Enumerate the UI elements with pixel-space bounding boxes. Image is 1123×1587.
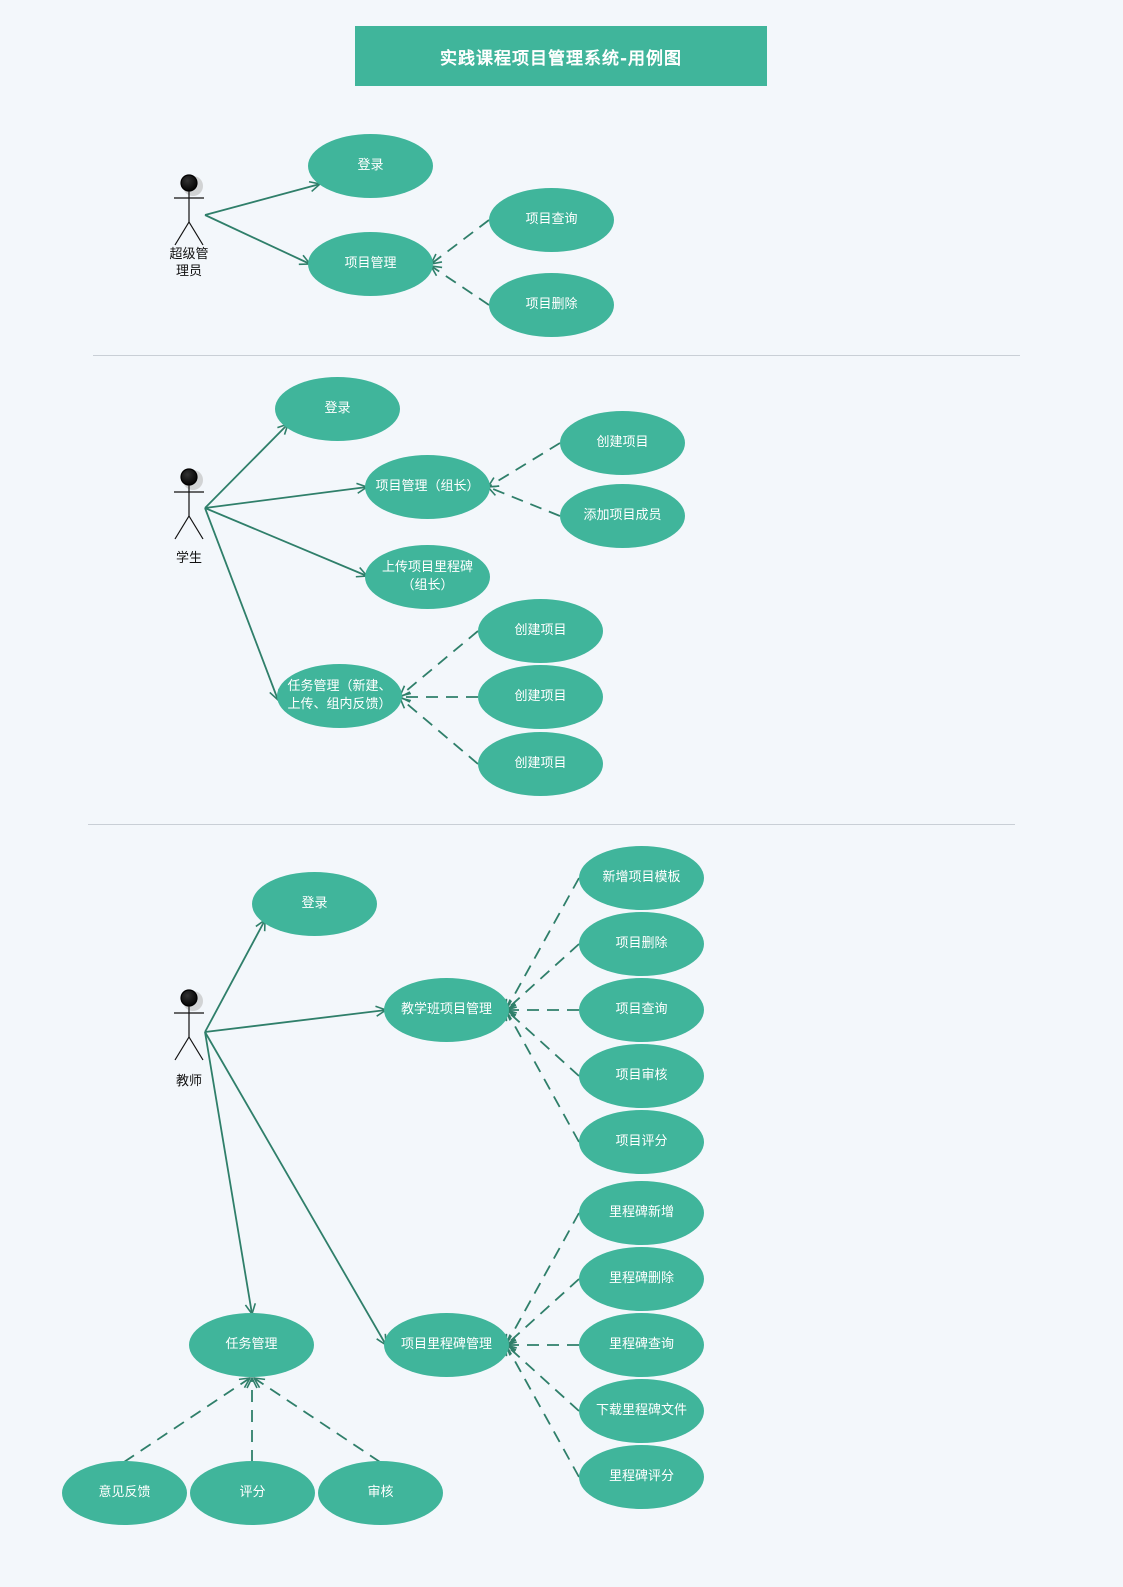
include-edge xyxy=(506,1345,580,1478)
use-case-teacher-login: 登录 xyxy=(252,872,377,936)
association-edge xyxy=(204,214,310,264)
use-case-student-create-project: 创建项目 xyxy=(478,599,603,663)
association-edge xyxy=(204,184,320,216)
include-edge xyxy=(488,442,561,487)
use-case-teacher-task-management: 任务管理 xyxy=(189,1313,314,1377)
use-case-teacher-review: 审核 xyxy=(318,1461,443,1525)
association-edge xyxy=(204,424,288,509)
include-edge xyxy=(506,1345,580,1412)
use-case-student-login: 登录 xyxy=(275,377,400,441)
use-case-teacher-milestone-delete: 里程碑删除 xyxy=(579,1247,704,1311)
use-case-teacher-project-score: 项目评分 xyxy=(579,1110,704,1174)
use-case-teacher-milestone-management: 项目里程碑管理 xyxy=(384,1313,509,1377)
use-case-teacher-milestone-add: 里程碑新增 xyxy=(579,1181,704,1245)
association-edge xyxy=(204,507,367,576)
use-case-student-create-project: 创建项目 xyxy=(478,665,603,729)
use-case-admin-login: 登录 xyxy=(308,134,433,198)
include-edge xyxy=(400,630,479,696)
association-edge xyxy=(204,507,278,700)
include-edge xyxy=(254,1378,381,1463)
student-actor-label: 学生 xyxy=(175,551,202,566)
include-edge xyxy=(506,1212,580,1345)
use-case-admin-project-query: 项目查询 xyxy=(489,188,614,252)
use-case-teacher-milestone-query: 里程碑查询 xyxy=(579,1313,704,1377)
teacher-actor-label: 教师 xyxy=(175,1074,202,1089)
include-edge xyxy=(506,943,580,1010)
section-divider xyxy=(93,355,1020,356)
include-edge xyxy=(123,1378,250,1463)
use-case-admin-project-delete: 项目删除 xyxy=(489,273,614,337)
use-case-student-add-member: 添加项目成员 xyxy=(560,484,685,548)
super-admin-actor-icon xyxy=(174,174,204,246)
association-edge xyxy=(204,487,367,509)
include-edge xyxy=(506,1278,580,1345)
include-edge xyxy=(431,219,490,264)
use-case-teacher-project-delete: 项目删除 xyxy=(579,912,704,976)
use-case-student-create-project: 创建项目 xyxy=(560,411,685,475)
section-divider xyxy=(88,824,1015,825)
association-edge xyxy=(204,1031,386,1345)
use-case-student-project-management-leader: 项目管理（组长） xyxy=(365,455,490,519)
use-case-teacher-new-template: 新增项目模板 xyxy=(579,846,704,910)
use-case-student-upload-milestone: 上传项目里程碑 （组长） xyxy=(365,545,490,609)
association-edge xyxy=(204,1010,386,1033)
use-case-teacher-milestone-download: 下载里程碑文件 xyxy=(579,1379,704,1443)
super-admin-actor-label: 超级管 理员 xyxy=(169,247,209,279)
use-case-teacher-class-project-management: 教学班项目管理 xyxy=(384,978,509,1042)
diagram-title: 实践课程项目管理系统-用例图 xyxy=(355,26,767,86)
use-case-teacher-milestone-score: 里程碑评分 xyxy=(579,1445,704,1509)
include-edge xyxy=(506,1010,580,1143)
association-edge xyxy=(204,1031,252,1314)
student-actor-icon xyxy=(174,468,204,540)
use-case-student-task-management: 任务管理（新建、 上传、组内反馈） xyxy=(277,664,402,728)
include-edge xyxy=(506,877,580,1010)
include-edge xyxy=(506,1010,580,1077)
use-case-teacher-project-review: 项目审核 xyxy=(579,1044,704,1108)
include-edge xyxy=(431,266,490,306)
teacher-actor-icon xyxy=(174,989,204,1061)
use-case-admin-project-management: 项目管理 xyxy=(308,232,433,296)
include-edge xyxy=(488,487,561,517)
include-edge xyxy=(400,698,479,765)
use-case-teacher-score: 评分 xyxy=(190,1461,315,1525)
use-case-teacher-feedback: 意见反馈 xyxy=(62,1461,187,1525)
use-case-teacher-project-query: 项目查询 xyxy=(579,978,704,1042)
use-case-student-create-project: 创建项目 xyxy=(478,732,603,796)
association-edge xyxy=(204,920,265,1033)
